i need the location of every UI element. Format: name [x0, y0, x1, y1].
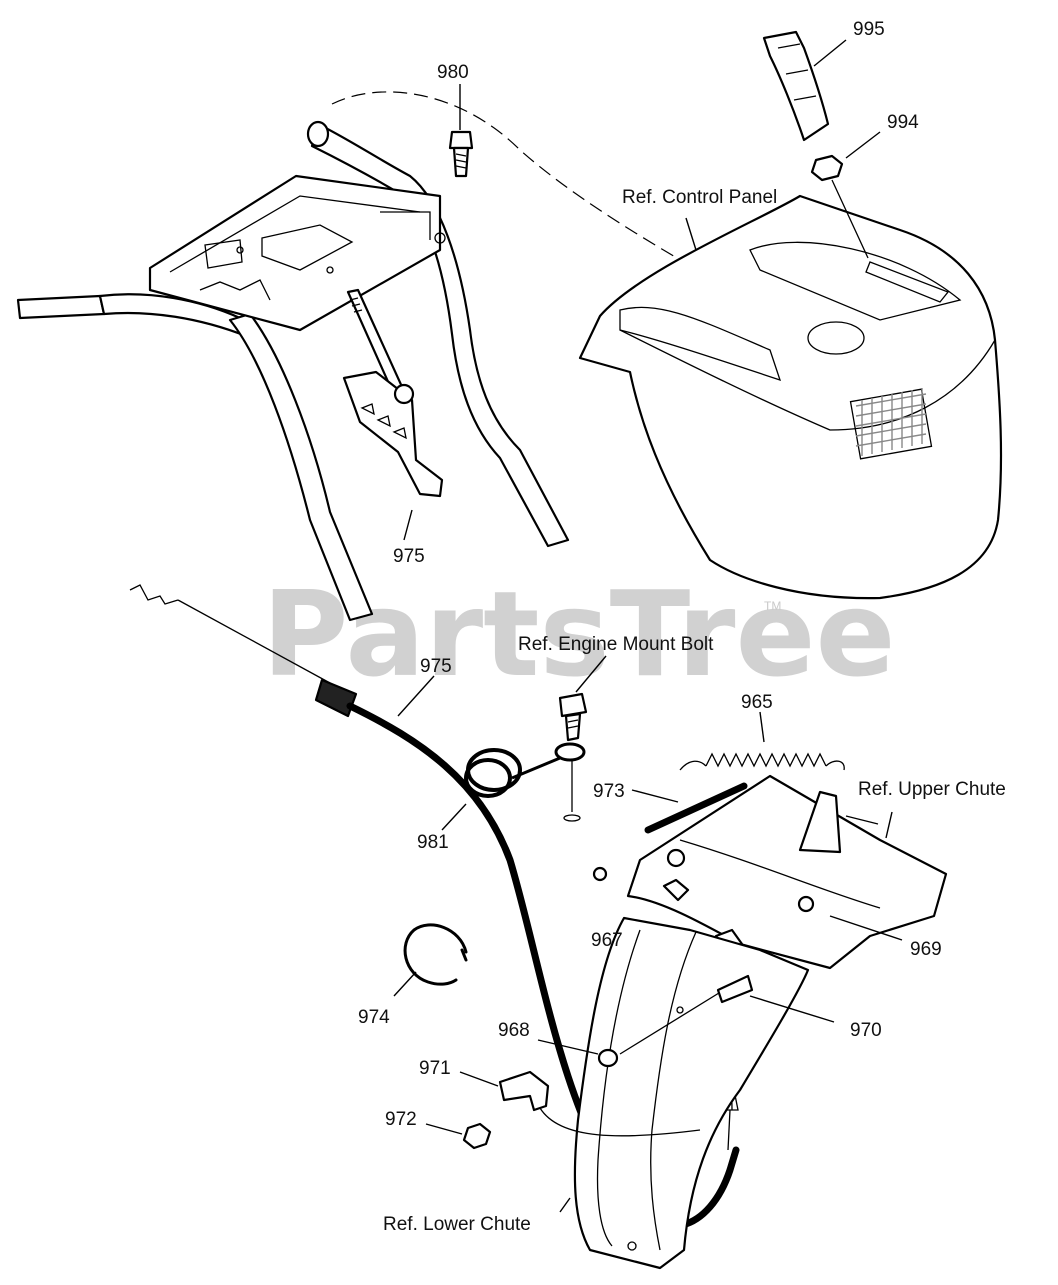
upper-chute	[626, 774, 948, 970]
bolt-980	[448, 130, 474, 178]
label-970: 970	[850, 1020, 882, 1041]
shift-rod-975	[342, 288, 444, 498]
label-965: 965	[741, 692, 773, 713]
lower-chute	[573, 916, 810, 1270]
nut-994	[810, 154, 844, 182]
label-973: 973	[593, 781, 625, 802]
washer-968	[597, 1048, 619, 1068]
label-994: 994	[887, 112, 919, 133]
label-968: 968	[498, 1020, 530, 1041]
clip-981	[464, 742, 586, 798]
label-972: 972	[385, 1109, 417, 1130]
label-ref-control-panel: Ref. Control Panel	[622, 187, 777, 208]
watermark-trademark: TM	[764, 599, 781, 613]
handle-frame	[16, 120, 570, 622]
label-975-cable: 975	[420, 656, 452, 677]
ring-clip-974	[403, 923, 468, 986]
label-981: 981	[417, 832, 449, 853]
spring-965	[679, 752, 845, 771]
grip-995	[762, 30, 830, 142]
label-974: 974	[358, 1007, 390, 1028]
label-ref-upper-chute: Ref. Upper Chute	[858, 779, 1006, 800]
label-995: 995	[853, 19, 885, 40]
control-panel	[578, 194, 1003, 600]
bracket-971	[498, 1070, 550, 1112]
rod-973	[644, 782, 748, 834]
label-ref-lower-chute: Ref. Lower Chute	[383, 1214, 531, 1235]
label-975-top: 975	[393, 546, 425, 567]
label-967: 967	[591, 930, 623, 951]
label-969: 969	[910, 939, 942, 960]
engine-mount-bolt	[558, 692, 588, 822]
nut-972	[462, 1122, 492, 1150]
label-980: 980	[437, 62, 469, 83]
label-971: 971	[419, 1058, 451, 1079]
label-ref-engine-mount-bolt: Ref. Engine Mount Bolt	[518, 634, 714, 655]
